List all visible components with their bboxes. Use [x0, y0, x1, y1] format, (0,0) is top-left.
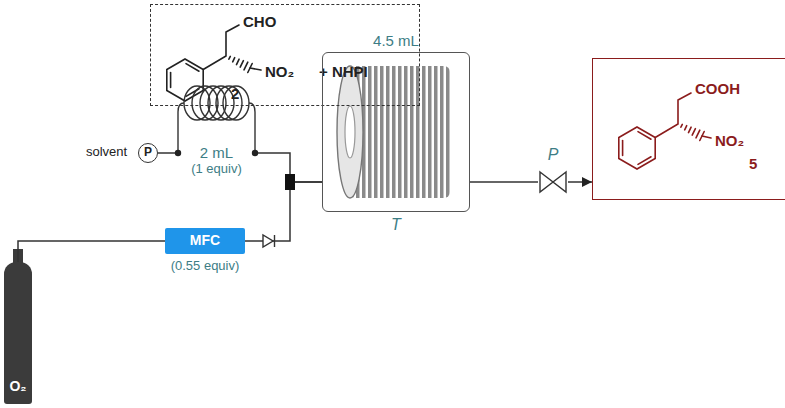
node-label: P [538, 146, 568, 164]
pump: Psolvent [86, 143, 158, 163]
sample-loop-coil [178, 86, 255, 150]
coil-reactor: 4.5 mL T [322, 32, 470, 237]
sample-loop: 2 mL(1 equiv) [178, 82, 255, 182]
tubing-line [470, 181, 538, 183]
node-label: solvent [86, 145, 127, 160]
node-label: 2 mL [178, 144, 255, 161]
node-label: + NHPI [319, 63, 368, 80]
tubing-line [245, 182, 322, 241]
node-label: 4.5 mL [322, 32, 470, 49]
tubing-line [568, 181, 592, 183]
mixer [285, 174, 295, 190]
mass-flow-controller: MFC (0.55 equiv) [165, 228, 245, 276]
reactor-frame [322, 52, 470, 212]
check-valve [263, 235, 275, 247]
node-label: (0.55 equiv) [165, 259, 245, 274]
product-box: COOH NO₂ 5 [592, 58, 785, 200]
gas-cylinder: O₂ [4, 262, 32, 404]
junction-dot [252, 150, 258, 156]
mfc-box: MFC [165, 228, 245, 254]
back-pressure-valve [540, 172, 566, 192]
node-label: 2 [231, 85, 239, 102]
node-label: T [322, 216, 470, 234]
node-label: NO₂ [715, 132, 744, 149]
node-label: MFC [165, 232, 245, 248]
acid-structure [619, 93, 711, 169]
node-label: NO₂ [265, 63, 294, 80]
node-label: P [139, 146, 157, 160]
node-label: (1 equiv) [178, 162, 255, 177]
pump-circle: P [138, 143, 158, 163]
reactor-coil [337, 66, 450, 198]
node-label: 5 [749, 155, 757, 172]
node-label: O₂ [4, 378, 32, 394]
node-label: CHO [243, 13, 276, 30]
tubing-line [18, 241, 165, 262]
reagent-box: CHO NO₂ 2 + NHPI [150, 4, 420, 106]
pressure-valve: P [538, 146, 568, 194]
node-label: COOH [695, 80, 740, 97]
junction-dot [175, 150, 181, 156]
